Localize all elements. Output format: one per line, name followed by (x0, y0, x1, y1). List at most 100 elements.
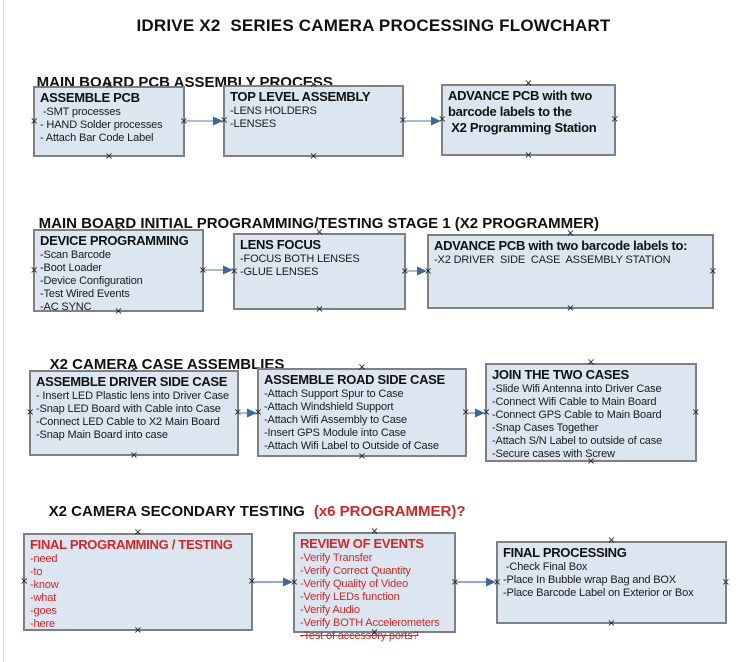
process-box-final-processing: FINAL PROCESSING -Check Final Box -Place… (493, 536, 730, 629)
connection-handle-icon: × (721, 576, 730, 588)
connection-handle-icon: × (691, 406, 700, 418)
box-title: DEVICE PROGRAMMING (40, 233, 189, 248)
section-heading-secondary-testing: X2 CAMERA SECONDARY TESTING (x6 PROGRAMME… (32, 486, 466, 537)
box-title: REVIEW OF EVENTS (300, 536, 424, 551)
flow-arrow (456, 577, 496, 587)
connection-handle-icon: × (708, 265, 717, 277)
flow-arrow (253, 577, 293, 587)
box-item: -Boot Loader (40, 262, 102, 274)
box-item: -goes (30, 605, 57, 617)
box-item: -Snap Main Board into case (36, 429, 168, 441)
process-box-join-the-two-cases: JOIN THE TWO CASES -Slide Wifi Antenna i… (482, 358, 700, 467)
page-edge-line (3, 0, 4, 662)
box-item: -LENSES (230, 118, 277, 130)
connection-handle-icon: × (26, 407, 35, 418)
process-box-device-programming: DEVICE PROGRAMMING -Scan Barcode -Boot L… (30, 224, 207, 317)
box-item: -Verify Quality of Video (300, 578, 409, 590)
box-item: -Insert GPS Module into Case (264, 427, 406, 439)
connection-handle-icon: × (20, 576, 29, 587)
box-item: -AC SYNC (40, 301, 92, 313)
box-item: -Attach Wifi Assembly to Case (264, 414, 407, 426)
box-item: -Slide Wifi Antenna into Driver Case (492, 383, 662, 395)
box-item: -SMT processes (40, 106, 121, 118)
section-heading-suffix: (x6 PROGRAMMER)? (313, 503, 466, 520)
section-heading-text: X2 CAMERA SECONDARY TESTING (48, 503, 305, 520)
box-item: -Attach Support Spur to Case (264, 388, 404, 400)
process-box-final-programming-testing: FINAL PROGRAMMING / TESTING -need -to -k… (20, 528, 256, 636)
box-item: -Place In Bubble wrap Bag and BOX (503, 574, 676, 586)
connection-handle-icon: × (315, 304, 324, 315)
box-item: -Verify BOTH Accelerometers (300, 617, 440, 629)
box-item: -FOCUS BOTH LENSES (240, 253, 360, 265)
process-box-advance-pcb-driver-side-station: ADVANCE PCB with two barcode labels to: … (424, 229, 717, 314)
box-item: - Attach Bar Code Label (40, 132, 154, 144)
connection-handle-icon: × (309, 151, 318, 162)
connection-handle-icon: × (524, 150, 533, 161)
box-item: -Snap Cases Together (492, 422, 599, 434)
box-title: JOIN THE TWO CASES (492, 367, 629, 382)
box-title: TOP LEVEL ASSEMBLY (230, 89, 371, 104)
box-item: -Secure cases with Screw (492, 448, 615, 460)
box-item: -to (30, 566, 43, 578)
box-item: -Verify Correct Quantity (300, 565, 411, 577)
connection-handle-icon: × (610, 114, 619, 125)
box-item: -Connect LED Cable to X2 Main Board (36, 416, 220, 428)
box-title: ASSEMBLE ROAD SIDE CASE (264, 372, 445, 387)
box-item: -Connect GPS Cable to Main Board (492, 409, 662, 421)
process-box-lens-focus: LENS FOCUS -FOCUS BOTH LENSES -GLUE LENS… (230, 228, 409, 315)
process-box-assemble-driver-side-case: ASSEMBLE DRIVER SIDE CASE - Insert LED P… (26, 365, 242, 461)
box-title: ADVANCE PCB with two barcode labels to t… (448, 88, 597, 135)
flow-arrow (406, 266, 427, 276)
section-heading-text: MAIN BOARD INITIAL PROGRAMMING/TESTING S… (38, 215, 599, 232)
box-title: ASSEMBLE PCB (40, 90, 140, 105)
box-title: LENS FOCUS (240, 237, 321, 252)
box-item: -Connect Wifi Cable to Main Board (492, 396, 657, 408)
box-item: -GLUE LENSES (240, 266, 319, 278)
box-item: -Place Barcode Label on Exterior or Box (503, 587, 694, 599)
box-item: -Verify Audio (300, 604, 360, 616)
box-item: -Verify Transfer (300, 552, 373, 564)
box-title: ADVANCE PCB with two barcode labels to: (434, 238, 688, 253)
process-box-review-of-events: REVIEW OF EVENTS -Verify Transfer -Verif… (290, 527, 459, 643)
section-heading-initial-programming: MAIN BOARD INITIAL PROGRAMMING/TESTING S… (22, 198, 599, 249)
box-item: -Scan Barcode (40, 249, 111, 261)
section-heading-case-assemblies: X2 CAMERA CASE ASSEMBLIES (33, 339, 285, 390)
connection-handle-icon: × (30, 115, 39, 127)
box-item: - HAND Solder processes (40, 119, 163, 131)
connection-handle-icon: × (104, 151, 114, 162)
box-item: -Check Final Box (503, 561, 588, 573)
box-item: -Test Wired Events (40, 288, 130, 300)
box-title: ASSEMBLE DRIVER SIDE CASE (36, 374, 228, 389)
box-item: -know (30, 579, 59, 591)
flow-arrow (204, 265, 233, 275)
connection-handle-icon: × (566, 303, 575, 314)
box-item: -Attach S/N Label to outside of case (492, 435, 663, 447)
box-item: - Insert LED Plastic lens into Driver Ca… (36, 390, 229, 402)
box-item: -need (30, 553, 58, 565)
process-box-advance-pcb-programming-station: ADVANCE PCB with two barcode labels to t… (438, 79, 619, 161)
connection-handle-icon: × (129, 450, 139, 461)
box-item: -LENS HOLDERS (230, 105, 317, 117)
section-heading-text: X2 CAMERA CASE ASSEMBLIES (49, 356, 285, 373)
process-box-top-level-assembly: TOP LEVEL ASSEMBLY -LENS HOLDERS -LENSES… (220, 80, 407, 162)
process-box-assemble-road-side-case: ASSEMBLE ROAD SIDE CASE -Attach Support … (254, 363, 470, 462)
connection-handle-icon: × (30, 264, 39, 276)
flow-arrow (185, 116, 223, 126)
flow-arrow (239, 408, 257, 418)
box-item: -here (30, 618, 55, 630)
box-item-strikethrough: -Test of accessory ports? (300, 630, 419, 642)
box-item: -Verify LEDs function (300, 591, 400, 603)
box-item: -Device Configuration (40, 275, 143, 287)
box-title: FINAL PROCESSING (503, 545, 627, 560)
page-title: IDRIVE X2 SERIES CAMERA PROCESSING FLOWC… (136, 16, 611, 35)
flow-arrow (467, 408, 485, 418)
box-item: -Attach Windshield Support (264, 401, 394, 413)
box-item: -Attach Wifi Label to Outside of Case (264, 440, 439, 452)
box-item: -X2 DRIVER SIDE CASE ASSEMBLY STATION (434, 254, 671, 266)
connection-handle-icon: × (357, 451, 367, 462)
connection-handle-icon: × (607, 618, 616, 629)
box-item: -what (30, 592, 57, 604)
box-item: -Snap LED Board with Cable into Case (36, 403, 221, 415)
box-title: FINAL PROGRAMMING / TESTING (30, 537, 233, 552)
